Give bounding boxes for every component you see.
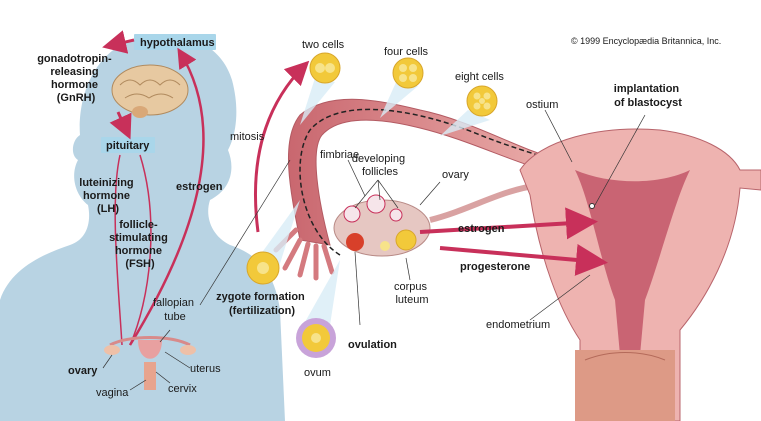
body-silhouette — [0, 34, 285, 421]
label-progesterone: progesterone — [460, 261, 530, 273]
label-four-cells: four cells — [384, 46, 429, 58]
label-fimbriae: fimbriae — [320, 149, 359, 161]
label-ovum: ovum — [304, 367, 331, 379]
four-cells-icon — [380, 57, 424, 118]
label-cervix: cervix — [168, 383, 197, 395]
label-gnrh: gonadotropin- releasing hormone (GnRH) — [37, 53, 115, 104]
label-fallopian-tube: fallopian tube — [153, 297, 197, 323]
label-uterus-body: uterus — [190, 363, 221, 375]
label-two-cells: two cells — [302, 39, 345, 51]
label-ovary-body: ovary — [68, 365, 98, 377]
label-fsh: follicle- stimulating hormone (FSH) — [109, 219, 171, 270]
label-vagina: vagina — [96, 387, 129, 399]
eight-cells-icon — [440, 85, 498, 136]
label-zygote: zygote formation (fertilization) — [216, 291, 308, 317]
label-ovulation: ovulation — [348, 339, 397, 351]
brain-icon — [111, 64, 189, 116]
label-pituitary: pituitary — [106, 140, 150, 152]
label-lh: luteinizing hormone (LH) — [79, 177, 136, 215]
label-estrogen-body: estrogen — [176, 181, 223, 193]
label-ovary-detail: ovary — [442, 169, 469, 181]
label-estrogen-detail: estrogen — [458, 223, 505, 235]
label-corpus-luteum: corpus luteum — [394, 281, 430, 306]
label-hypothalamus: hypothalamus — [140, 37, 215, 49]
label-ostium: ostium — [526, 99, 558, 111]
label-implantation: implantation of blastocyst — [614, 83, 682, 109]
label-endometrium: endometrium — [486, 319, 550, 331]
small-uterus — [104, 336, 196, 390]
copyright-text: © 1999 Encyclopædia Britannica, Inc. — [571, 36, 721, 46]
label-developing-follicles: developing follicles — [352, 153, 408, 178]
label-eight-cells: eight cells — [455, 71, 504, 83]
two-cells-icon — [300, 52, 341, 125]
ovum-icon — [296, 260, 340, 358]
label-mitosis: mitosis — [230, 131, 265, 143]
zygote-icon — [246, 200, 300, 285]
